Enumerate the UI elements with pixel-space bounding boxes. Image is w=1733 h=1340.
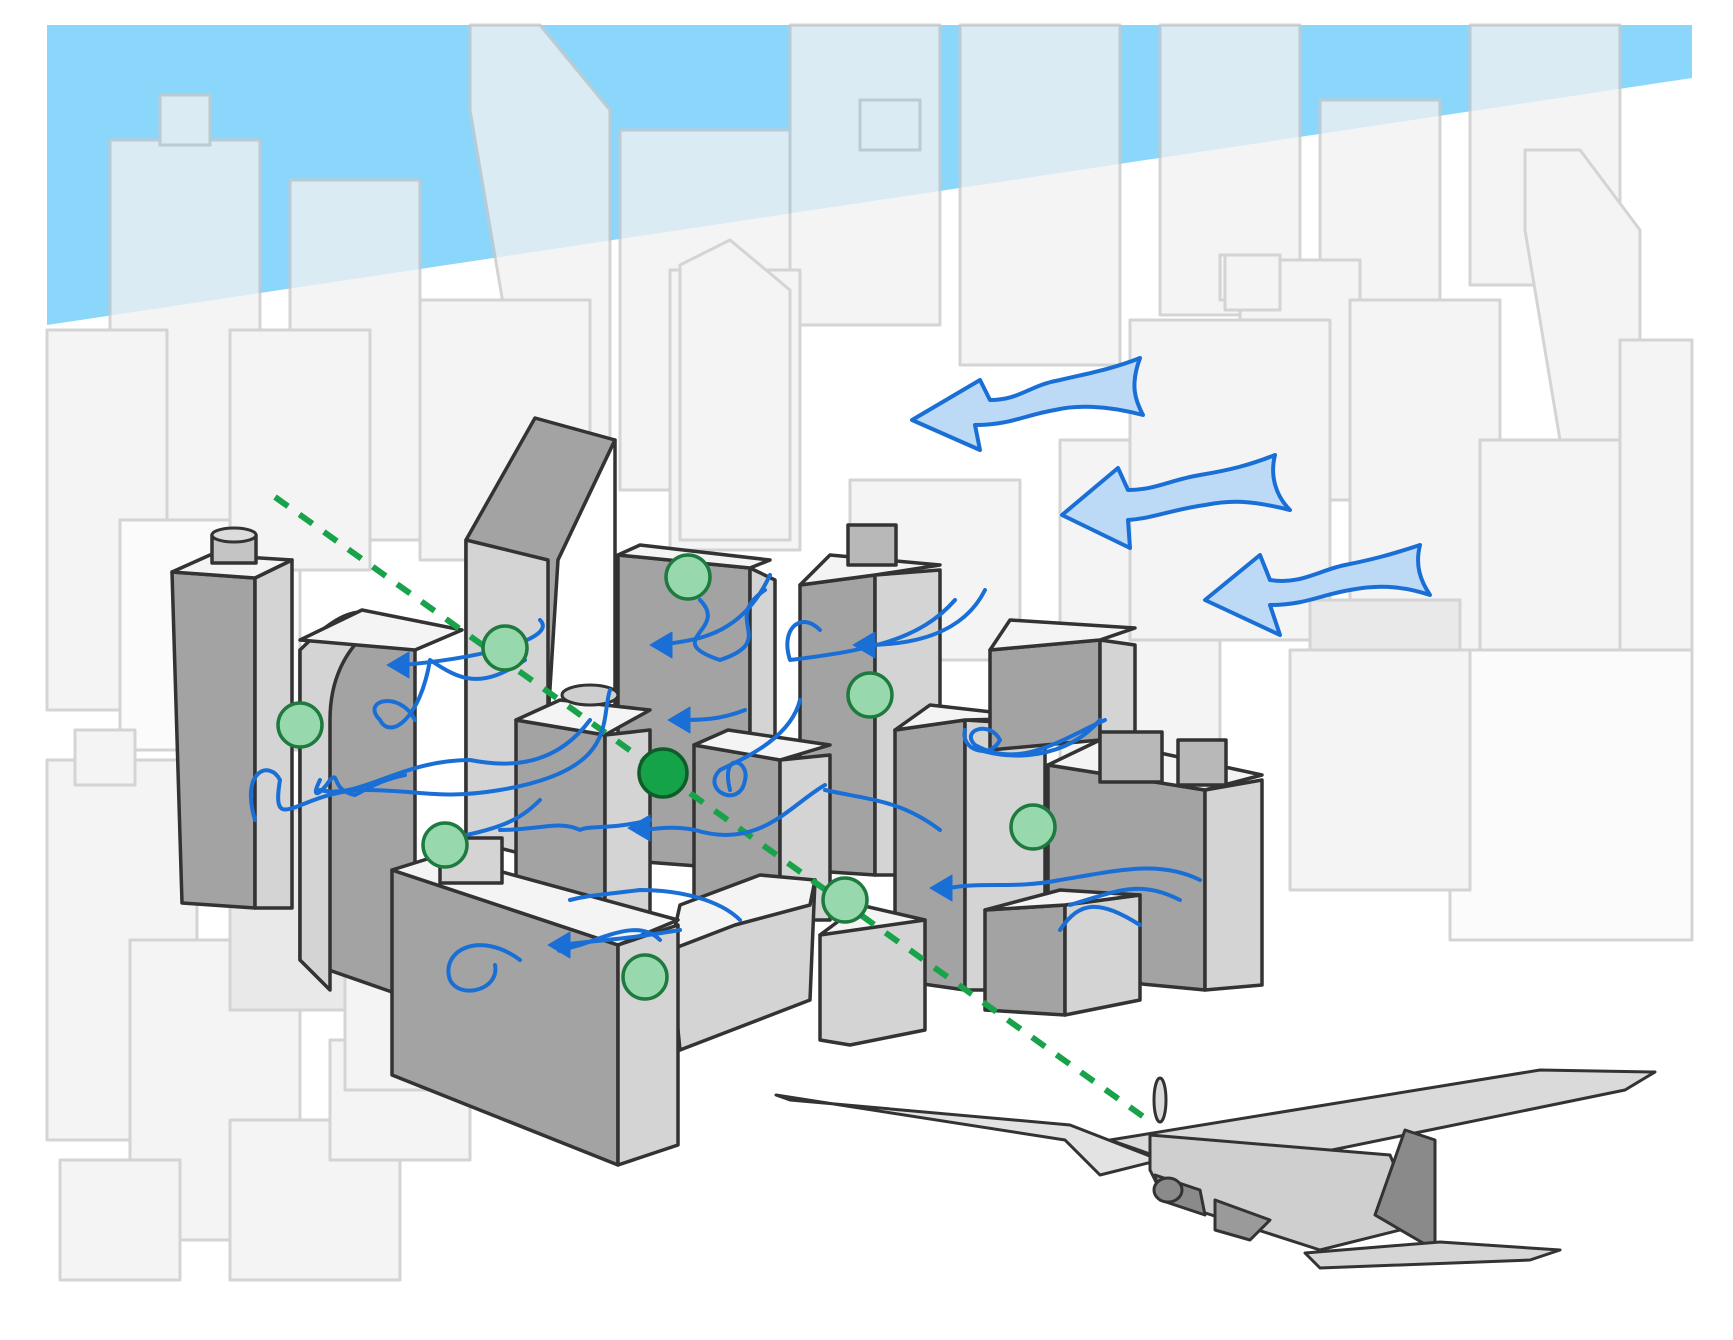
sensor-points [276,553,1057,1001]
sensor-dot-icon [1009,803,1057,851]
incoming-wind-arrows [910,356,1432,637]
sensor-dot-icon [621,953,669,1001]
building-front-small [818,918,927,1047]
wind-streamlines [248,573,1202,993]
sensor-dot-icon [276,701,324,749]
wind-arrow-icon [1060,453,1292,550]
sensor-dot-icon [846,671,894,719]
wind-arrow-icon [1203,543,1432,637]
sensor-dot-icon-active [637,747,689,799]
wind-arrow-icon [910,356,1145,452]
building-tower-left [170,570,257,910]
sensor-dot-icon [421,821,469,869]
sensor-dot-icon [481,624,529,672]
wind-swirl-icon [692,588,767,662]
building-right-low [983,903,1067,1017]
sensor-dot-icon [664,553,712,601]
sensor-dot-icon [821,876,869,924]
airplane-icon [774,1068,1657,1270]
